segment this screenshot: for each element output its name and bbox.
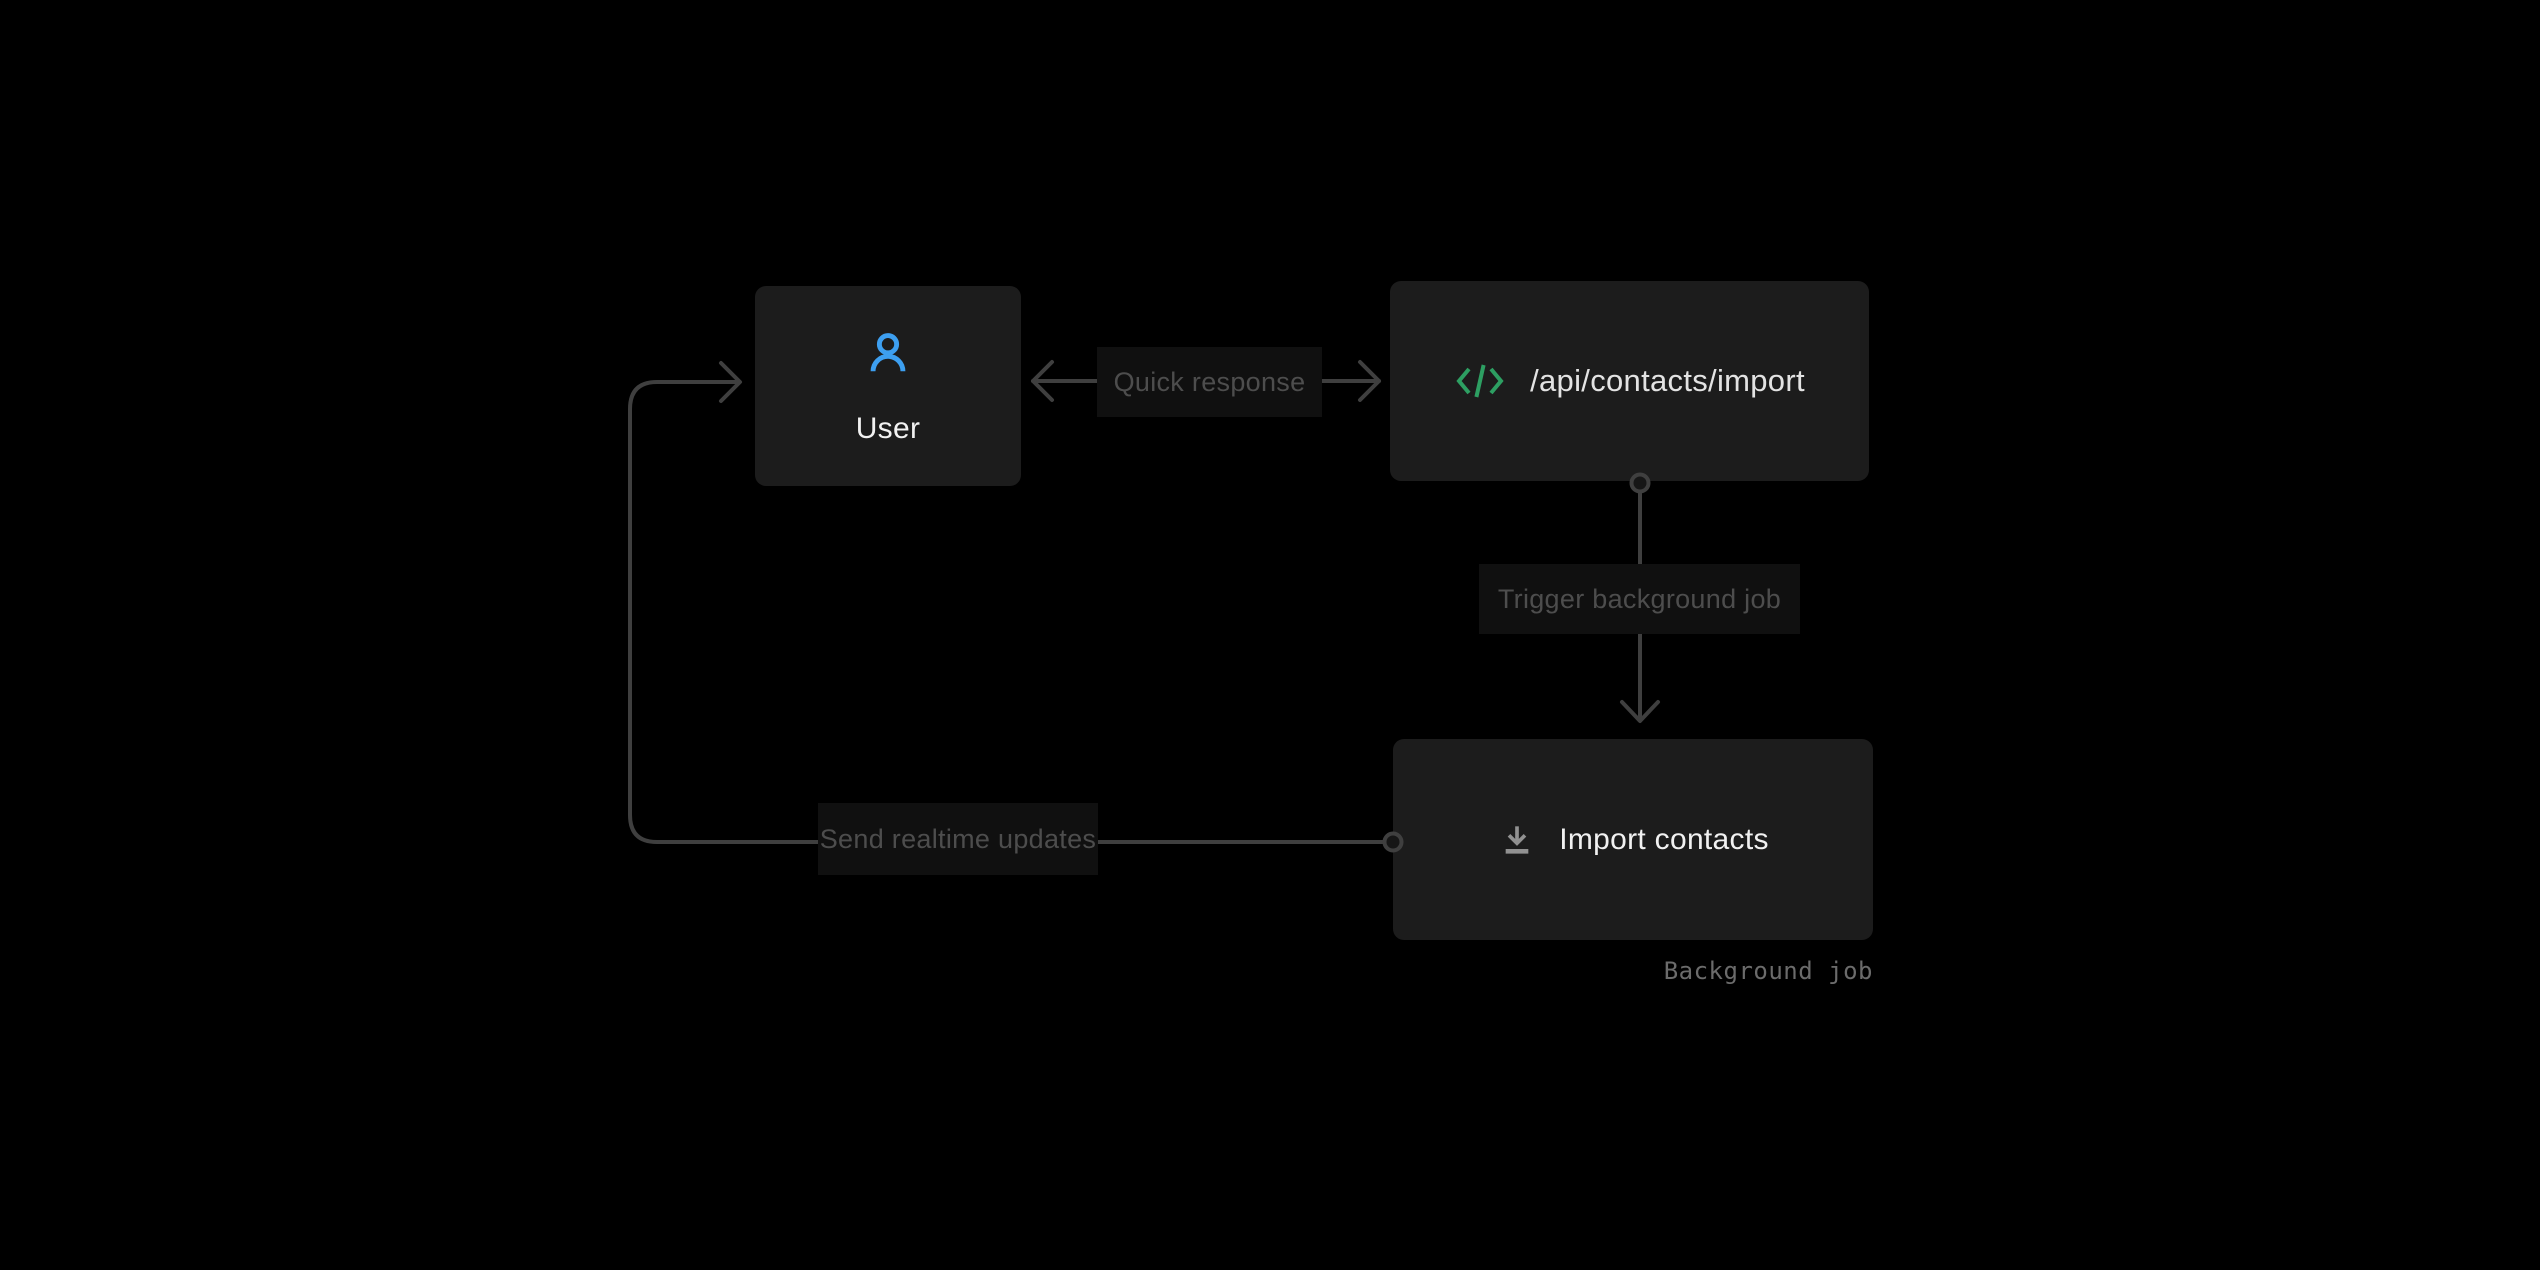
arrowhead-down-icon <box>1620 700 1660 723</box>
node-import-label: Import contacts <box>1559 822 1769 856</box>
edge-label-quick-response: Quick response <box>1097 347 1322 417</box>
edge-label-trigger-job: Trigger background job <box>1479 564 1800 634</box>
code-icon <box>1456 364 1504 398</box>
edge-label-text: Quick response <box>1113 366 1306 397</box>
arrowhead-left-icon <box>1031 360 1054 402</box>
node-api-label: /api/contacts/import <box>1530 363 1805 398</box>
edge-label-text: Send realtime updates <box>819 823 1097 854</box>
node-user: User <box>755 286 1021 486</box>
node-user-label: User <box>855 412 921 445</box>
node-import-contacts: Import contacts <box>1393 739 1873 940</box>
edge-label-realtime-updates: Send realtime updates <box>818 803 1098 875</box>
edge-label-text: Trigger background job <box>1497 583 1782 614</box>
user-icon <box>870 333 906 372</box>
background-job-annotation: Background job <box>1663 957 1873 985</box>
arrowhead-right-icon <box>1358 360 1381 402</box>
download-icon <box>1505 825 1529 854</box>
node-api-endpoint: /api/contacts/import <box>1390 281 1869 481</box>
arrowhead-right-icon <box>719 361 742 403</box>
